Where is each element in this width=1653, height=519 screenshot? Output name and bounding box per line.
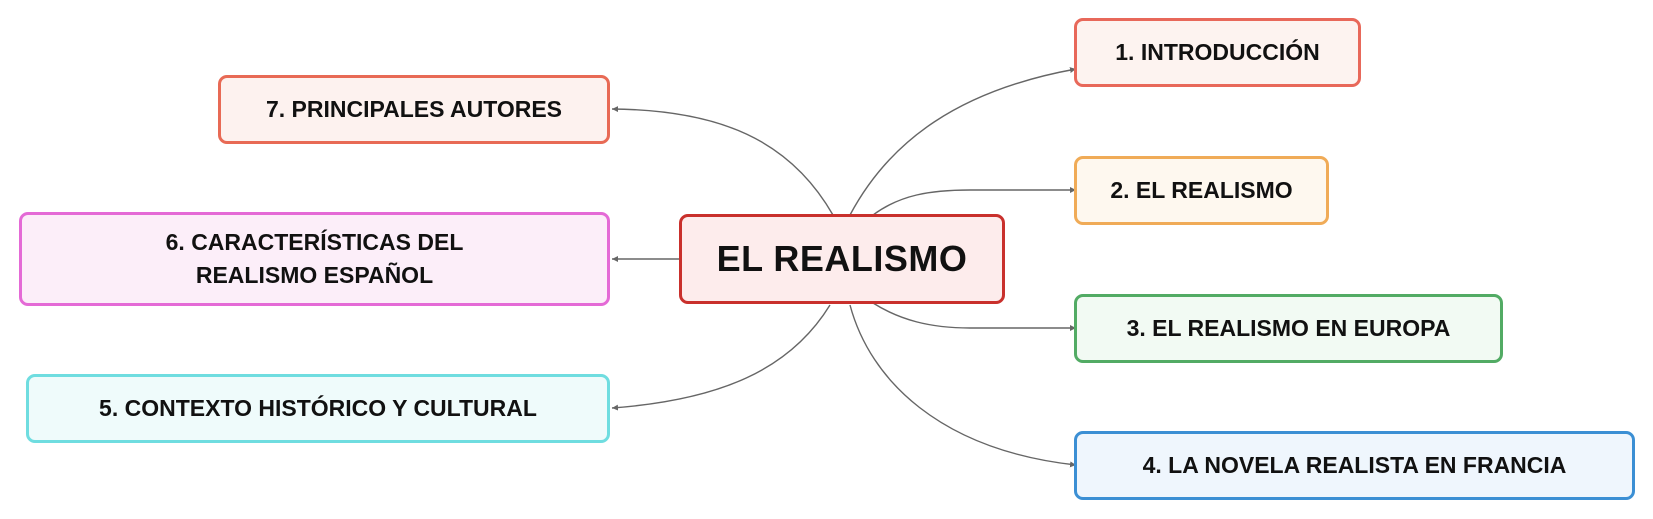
topic-7-label: 7. PRINCIPALES AUTORES bbox=[265, 95, 563, 122]
link-to-topic-5 bbox=[611, 304, 831, 411]
topic-2-label: 2. EL REALISMO bbox=[1110, 176, 1293, 203]
topic-2-el-realismo[interactable]: 2. EL REALISMO bbox=[1074, 156, 1329, 225]
topic-4-label: 4. LA NOVELA REALISTA EN FRANCIA bbox=[1142, 451, 1567, 478]
topic-3-label: 3. EL REALISMO EN EUROPA bbox=[1126, 314, 1451, 341]
link-to-topic-2 bbox=[872, 187, 1076, 216]
topic-5-contexto-historico-y-cultural[interactable]: 5. CONTEXTO HISTÓRICO Y CULTURAL bbox=[26, 374, 610, 443]
topic-6-caracteristicas-del-realismo-espanol[interactable]: 6. CARACTERÍSTICAS DEL REALISMO ESPAÑOL bbox=[19, 212, 610, 306]
link-to-topic-3 bbox=[872, 302, 1076, 331]
topic-3-el-realismo-en-europa[interactable]: 3. EL REALISMO EN EUROPA bbox=[1074, 294, 1503, 363]
topic-7-principales-autores[interactable]: 7. PRINCIPALES AUTORES bbox=[218, 75, 610, 144]
link-to-topic-4 bbox=[849, 304, 1077, 468]
topic-4-la-novela-realista-en-francia[interactable]: 4. LA NOVELA REALISTA EN FRANCIA bbox=[1074, 431, 1635, 500]
link-to-topic-1 bbox=[849, 67, 1077, 216]
topic-1-introduccion[interactable]: 1. INTRODUCCIÓN bbox=[1074, 18, 1361, 87]
link-to-topic-7 bbox=[611, 106, 834, 216]
central-topic[interactable]: EL REALISMO bbox=[679, 214, 1005, 304]
topic-5-label: 5. CONTEXTO HISTÓRICO Y CULTURAL bbox=[99, 394, 537, 421]
central-topic-label: EL REALISMO bbox=[716, 237, 968, 279]
topic-1-label: 1. INTRODUCCIÓN bbox=[1115, 38, 1320, 65]
topic-6-label: 6. CARACTERÍSTICAS DEL REALISMO ESPAÑOL bbox=[165, 228, 464, 288]
